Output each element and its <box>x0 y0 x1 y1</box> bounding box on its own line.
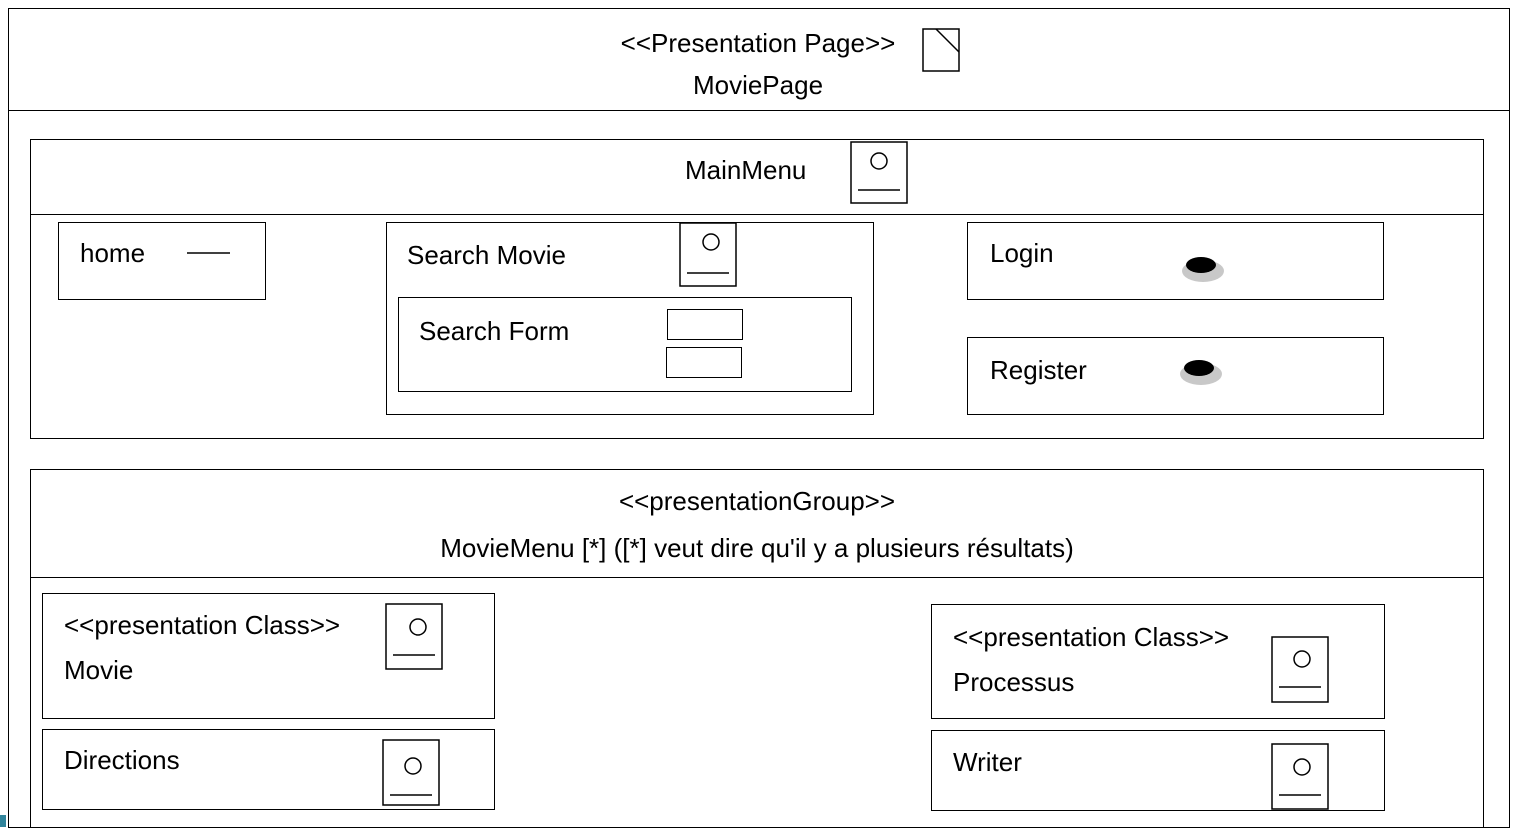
main-menu-title: MainMenu <box>685 155 807 185</box>
page-icon <box>922 28 960 72</box>
register-item[interactable] <box>967 337 1384 415</box>
movie-menu-stereotype: <<presentationGroup>> <box>618 486 896 516</box>
search-form-label: Search Form <box>419 316 570 346</box>
search-form-input-2[interactable] <box>666 347 742 378</box>
login-button-icon <box>1182 257 1224 282</box>
search-form <box>398 297 852 392</box>
main-menu-divider <box>30 214 1484 215</box>
directions-icon <box>382 739 440 806</box>
login-item[interactable] <box>967 222 1384 300</box>
movie-class-icon <box>385 603 443 670</box>
processus-class-icon <box>1271 636 1329 703</box>
processus-class-stereotype: <<presentation Class>> <box>953 622 1230 652</box>
processus-class-name: Processus <box>953 667 1075 697</box>
movie-class-name: Movie <box>64 655 134 685</box>
page-stereotype: <<Presentation Page>> <box>620 28 896 58</box>
processus-class <box>931 604 1385 719</box>
page-header-divider <box>8 110 1510 111</box>
page-title: MoviePage <box>692 70 824 100</box>
movie-class <box>42 593 495 719</box>
writer-label: Writer <box>953 747 1022 777</box>
search-form-input-1[interactable] <box>667 309 743 340</box>
login-label: Login <box>990 238 1054 268</box>
search-movie-icon <box>679 222 737 287</box>
register-label: Register <box>990 355 1087 385</box>
home-item[interactable] <box>58 222 266 300</box>
search-movie-label: Search Movie <box>407 240 566 270</box>
link-icon <box>187 252 230 254</box>
movie-menu-divider <box>30 577 1484 578</box>
directions-label: Directions <box>64 745 180 775</box>
movie-menu-title: MovieMenu [*] ([*] veut dire qu'il y a p… <box>440 533 1074 563</box>
writer-icon <box>1271 743 1329 810</box>
home-label: home <box>80 238 146 268</box>
main-menu-icon <box>850 141 908 204</box>
left-edge-accent <box>0 815 6 827</box>
movie-class-stereotype: <<presentation Class>> <box>64 610 341 640</box>
register-button-icon <box>1180 360 1222 385</box>
